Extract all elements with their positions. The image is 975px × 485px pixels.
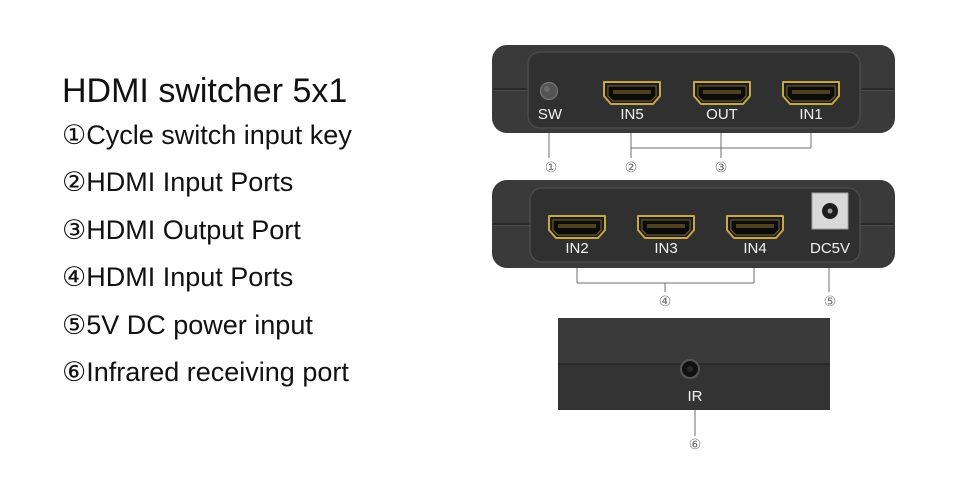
hdmi-port-slot [607, 85, 657, 102]
legend-marker: ① [62, 120, 87, 151]
legend-item: ③HDMI Output Port [62, 214, 352, 264]
switch-button-label: SW [538, 106, 563, 123]
hdmi-port-tongue [558, 224, 596, 228]
back-panel: IN2 IN3 IN4 DC5V [492, 180, 895, 268]
ir-jack-label: IR [688, 388, 703, 405]
legend-item: ①Cycle switch input key [62, 122, 352, 169]
legend-marker: ⑥ [62, 356, 87, 388]
switch-button-highlight [544, 86, 550, 92]
legend-item: ⑤5V DC power input [62, 309, 352, 359]
callout-marker-4: ④ [659, 294, 672, 310]
dc-power-jack [811, 192, 849, 230]
legend-label: Infrared receiving port [86, 356, 349, 387]
front-panel: SW IN5 OUT IN1 [492, 45, 895, 133]
hdmi-port-slot [641, 219, 691, 236]
front-callouts: ① ② ③ [545, 133, 812, 176]
legend-item: ⑥Infrared receiving port [62, 356, 352, 406]
legend-label: HDMI Input Ports [86, 262, 294, 293]
callout-marker-2: ② [625, 160, 638, 176]
hdmi-port-tongue [792, 90, 830, 94]
legend-marker: ④ [62, 262, 87, 294]
hdmi-port-in5 [603, 81, 661, 105]
legend-label: 5V DC power input [86, 309, 313, 340]
legend-marker: ② [62, 167, 87, 199]
page-title: HDMI switcher 5x1 [62, 72, 348, 110]
switch-button [539, 81, 559, 101]
hdmi-port-tongue [613, 90, 651, 94]
legend-item: ②HDMI Input Ports [62, 169, 352, 216]
hdmi-port-slot [786, 85, 836, 102]
ir-receiver-jack [680, 359, 700, 379]
hdmi-port-slot [552, 219, 602, 236]
port-label-in1: IN1 [799, 106, 822, 123]
hdmi-port-tongue [647, 224, 685, 228]
legend-label: Cycle switch input key [86, 120, 352, 150]
callout-marker-5: ⑤ [824, 294, 837, 310]
legend-marker: ③ [62, 214, 87, 246]
port-label-in3: IN3 [654, 240, 677, 257]
side-panel-top [558, 318, 830, 364]
legend-label: HDMI Input Ports [86, 167, 294, 198]
side-callouts: ⑥ [689, 410, 702, 453]
dc-jack-pin [827, 208, 833, 214]
ir-jack-core [687, 366, 693, 372]
callout-marker-3: ③ [715, 160, 728, 176]
hdmi-port-in4 [726, 215, 784, 239]
hdmi-port-in3 [637, 215, 695, 239]
hdmi-port-tongue [703, 90, 741, 94]
legend-list: ①Cycle switch input key ②HDMI Input Port… [62, 122, 352, 406]
callout-marker-6: ⑥ [689, 437, 702, 453]
port-label-in4: IN4 [743, 240, 766, 257]
port-label-out: OUT [706, 106, 738, 123]
hdmi-port-slot [730, 219, 780, 236]
legend-label: HDMI Output Port [86, 214, 301, 245]
side-panel: IR [558, 318, 830, 410]
legend-marker: ⑤ [62, 309, 87, 341]
dc-jack-label: DC5V [810, 240, 850, 257]
hdmi-port-in1 [782, 81, 840, 105]
port-label-in5: IN5 [620, 106, 643, 123]
hdmi-port-slot [697, 85, 747, 102]
hdmi-port-out [693, 81, 751, 105]
hdmi-port-in2 [548, 215, 606, 239]
callout-marker-1: ① [545, 160, 558, 176]
legend-item: ④HDMI Input Ports [62, 264, 352, 311]
device-diagram: SW IN5 OUT IN1 ① ② ③ [492, 45, 895, 453]
port-label-in2: IN2 [565, 240, 588, 257]
back-callouts: ④ ⑤ [576, 268, 837, 310]
hdmi-port-tongue [736, 224, 774, 228]
